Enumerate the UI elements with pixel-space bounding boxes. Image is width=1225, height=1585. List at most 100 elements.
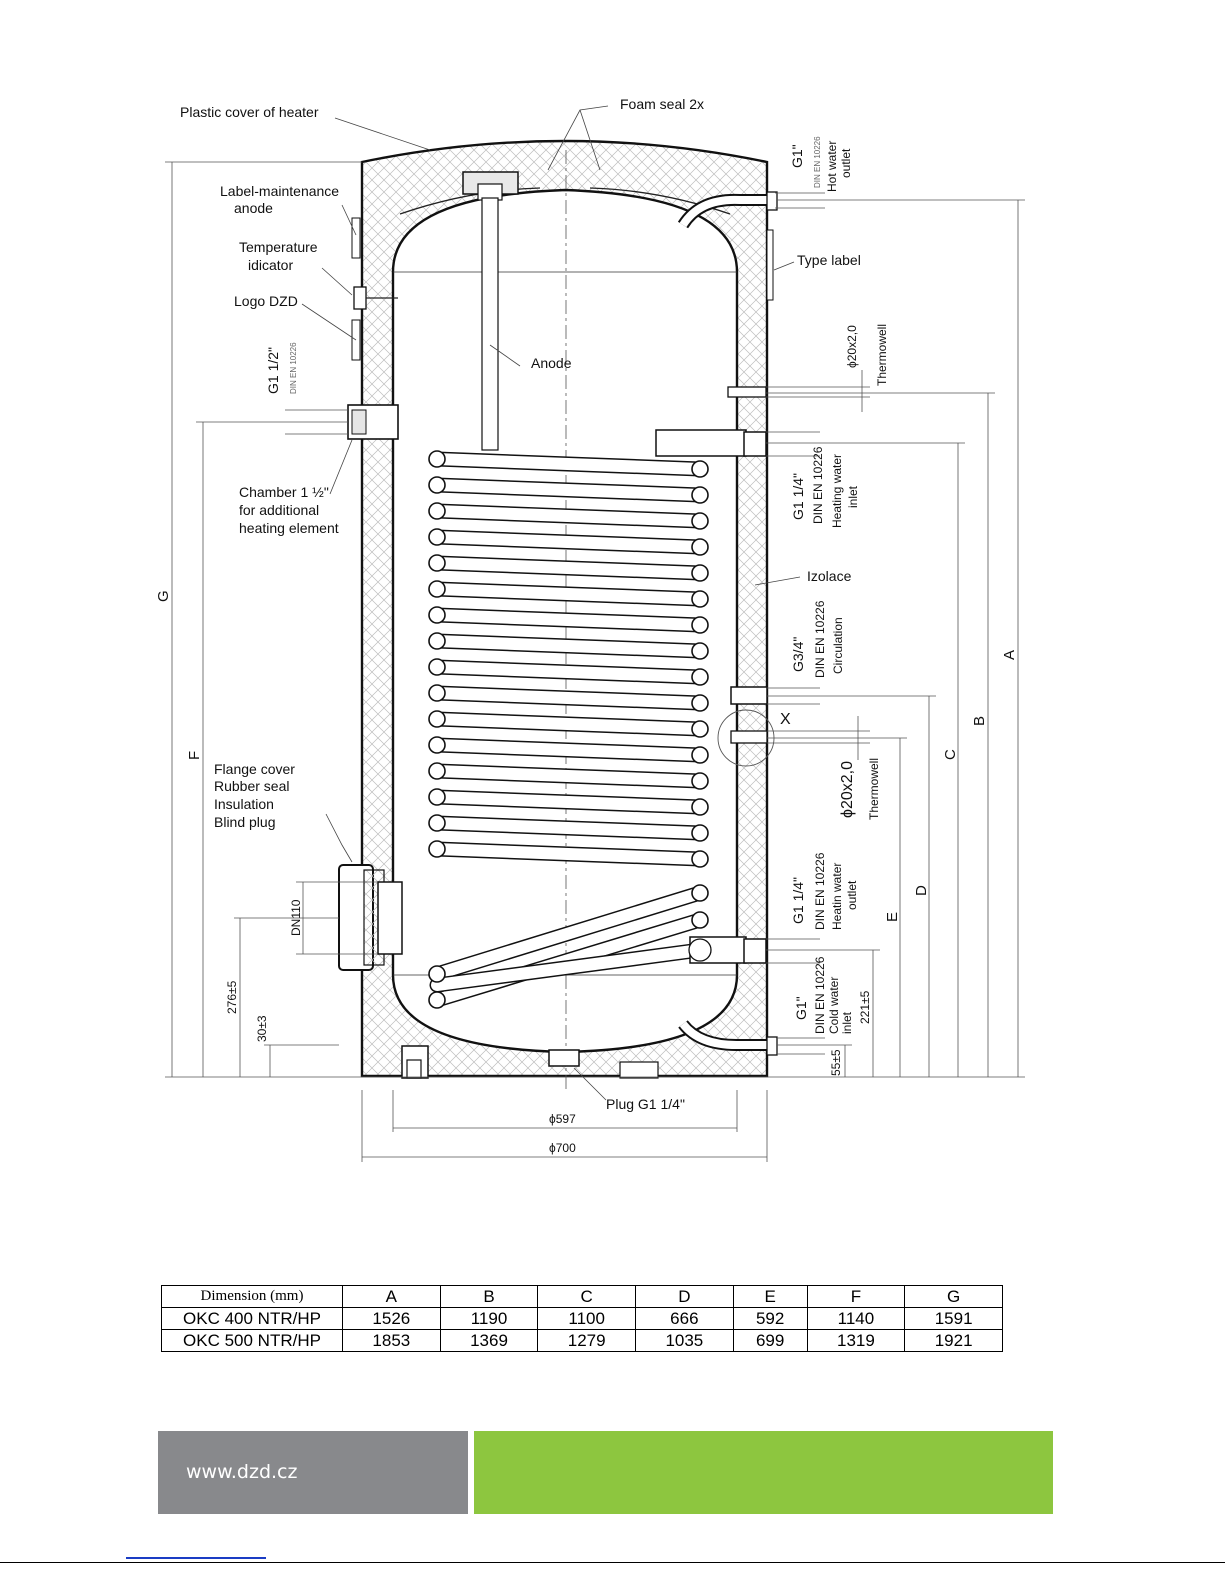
table-cell: 1369 [439, 1329, 539, 1352]
table-cell: 1319 [806, 1329, 906, 1352]
footnote-link-underline[interactable] [126, 1557, 266, 1559]
circulation-std: DIN EN 10226 [813, 600, 827, 678]
table-header-cell: Dimension (mm) [161, 1285, 343, 1308]
coil-section [428, 736, 446, 754]
plug-label: Plug G1 1/4" [606, 1096, 685, 1112]
coil-section [691, 884, 709, 902]
thermowell-bottom-name: Thermowell [867, 758, 881, 820]
table-cell: 1526 [342, 1307, 441, 1330]
coil-section [428, 528, 446, 546]
dim-g: G [155, 590, 172, 602]
coil-section [428, 762, 446, 780]
coil-tube-inner [431, 739, 706, 761]
dimension-table: Dimension (mm) A B C D E F G OKC 400 NTR… [161, 1285, 1003, 1352]
coil-tube-inner [431, 843, 706, 865]
heating-out-name-2: outlet [845, 880, 859, 910]
rubber-seal-label: Rubber seal [214, 778, 290, 794]
chamber-label-3: heating element [239, 520, 339, 536]
footer-gray-band [158, 1431, 468, 1514]
coil-section [428, 606, 446, 624]
izolace-label: Izolace [807, 568, 852, 584]
table-header-cell: A [342, 1285, 441, 1308]
coil-section [691, 798, 709, 816]
cold-thread: G1" [793, 996, 809, 1020]
blind-plug-label: Blind plug [214, 814, 276, 830]
anode-rod [462, 171, 519, 451]
connection-labels: G1" DIN EN 10226 Hot water outlet ϕ20x2,… [265, 136, 889, 1034]
circulation-name: Circulation [831, 617, 845, 674]
chamber-label: Chamber 1 ½" [239, 484, 329, 500]
coil-tube-inner [431, 583, 706, 605]
chamber-label-2: for additional [239, 502, 319, 518]
table-cell: 1279 [537, 1329, 637, 1352]
coil-tube-inner [431, 713, 706, 735]
coil-section [691, 564, 709, 582]
coil-section [691, 590, 709, 608]
coil-section [428, 788, 446, 806]
thermowell-top-name: Thermowell [875, 324, 889, 386]
table-cell: 1035 [635, 1329, 734, 1352]
coil-tube-inner [431, 557, 706, 579]
thermowell-bottom-size: ϕ20x2,0 [839, 761, 856, 818]
coil-section [428, 965, 446, 983]
table-header-cell: F [806, 1285, 906, 1308]
hot-thread: G1" [789, 144, 805, 168]
plastic-cover-label: Plastic cover of heater [180, 104, 319, 120]
table-cell: 699 [732, 1329, 808, 1352]
coil-tube-inner [431, 453, 706, 475]
table-cell: 1100 [537, 1307, 637, 1330]
page-bottom-divider [0, 1562, 1225, 1563]
dimension-lines [165, 161, 1025, 1162]
x-detail-mark: X [780, 711, 791, 728]
dim-276: 276±5 [225, 980, 239, 1014]
table-row: OKC 500 NTR/HP 1853 1369 1279 1035 699 1… [161, 1329, 1003, 1352]
heating-in-std: DIN EN 10226 [811, 446, 825, 524]
temperature-indicator-label-2: idicator [248, 257, 293, 273]
heating-coil [428, 450, 709, 1009]
coil-tube-inner [431, 635, 706, 657]
coil-section [691, 694, 709, 712]
coil-section [691, 772, 709, 790]
ports [338, 191, 778, 1079]
coil-tube-inner [431, 765, 706, 787]
dim-dn110: DN110 [289, 899, 303, 936]
coil-tube-inner [431, 609, 706, 631]
table-header-cell: E [732, 1285, 808, 1308]
coil-section [428, 632, 446, 650]
coil-tube-inner [431, 531, 706, 553]
table-cell: 666 [635, 1307, 734, 1330]
coil-tube-inner [431, 817, 706, 839]
coil-section [691, 642, 709, 660]
footer-green-band [474, 1431, 1053, 1514]
coil-section [691, 720, 709, 738]
table-cell: 1190 [439, 1307, 539, 1330]
table-row: OKC 400 NTR/HP 1526 1190 1100 666 592 11… [161, 1307, 1003, 1330]
dim-b: B [971, 716, 988, 726]
logo-label: Logo DZD [234, 293, 298, 309]
table-cell: OKC 400 NTR/HP [161, 1307, 343, 1330]
coil-section [428, 554, 446, 572]
table-cell: 592 [732, 1307, 808, 1330]
anode-label: Anode [531, 355, 572, 371]
type-label-label: Type label [797, 252, 861, 268]
heating-out-name: Heatin water [830, 863, 844, 930]
dim-c: C [942, 749, 959, 760]
coil-section [428, 580, 446, 598]
footer-website-link[interactable]: www.dzd.cz [186, 1461, 298, 1483]
hot-name: Hot water [825, 141, 839, 192]
coil-tube-inner [431, 687, 706, 709]
heating-in-name-2: inlet [846, 485, 860, 508]
dim-d597: ϕ597 [549, 1112, 576, 1126]
dim-a: A [1001, 650, 1018, 660]
coil-section [428, 710, 446, 728]
dim-221: 221±5 [858, 990, 872, 1024]
table-header-cell: B [439, 1285, 539, 1308]
heating-out-std: DIN EN 10226 [813, 852, 827, 930]
label-maintenance-label-2: anode [234, 200, 273, 216]
cold-std: DIN EN 10226 [813, 956, 827, 1034]
cold-name: Cold water [827, 977, 841, 1034]
coil-section [691, 538, 709, 556]
table-header-cell: G [904, 1285, 1003, 1308]
temperature-indicator-label: Temperature [239, 239, 318, 255]
chamber-std: DIN EN 10226 [289, 342, 298, 394]
